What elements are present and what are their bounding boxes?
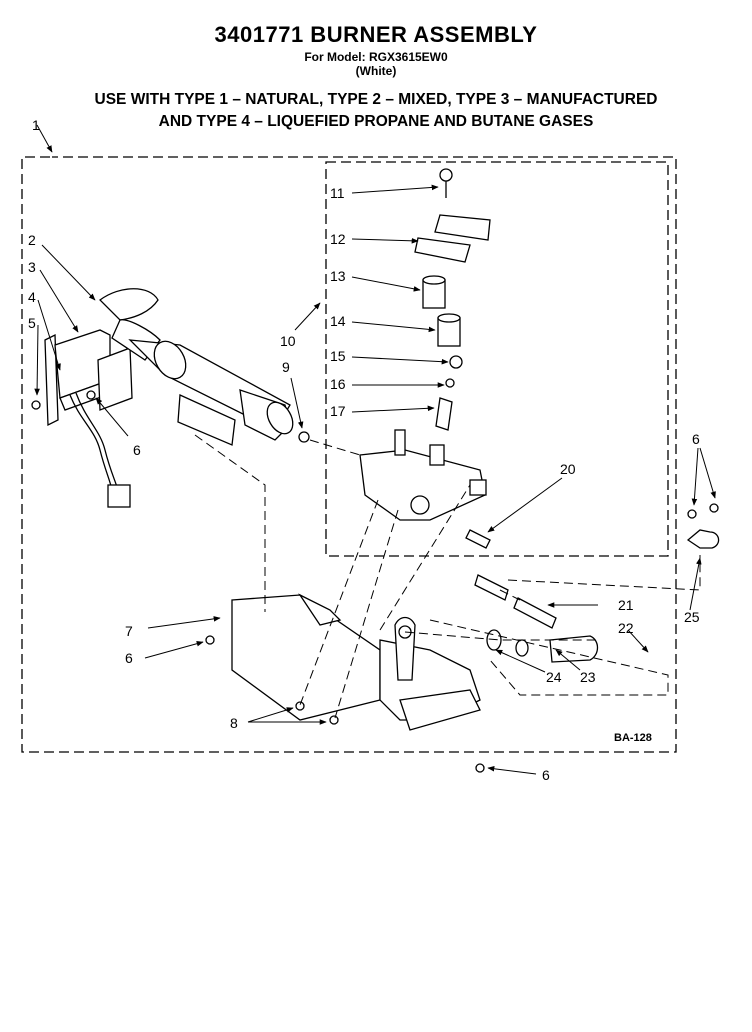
callout-20: 20: [560, 461, 576, 477]
screws-fasteners: [31, 390, 485, 773]
callout-15: 15: [330, 348, 346, 364]
model-color: (White): [355, 64, 397, 78]
callout-9: 9: [282, 359, 290, 375]
diagram-title: 3401771 BURNER ASSEMBLY: [214, 22, 538, 47]
valve-coils: [414, 214, 491, 431]
callout-1: 1: [32, 117, 40, 133]
callout-5: 5: [28, 315, 36, 331]
igniter-wire-harness: [69, 392, 131, 508]
callout-17: 17: [330, 403, 346, 419]
callout-23: 23: [580, 669, 596, 685]
callout-6-bracket: 6: [125, 650, 133, 666]
assembly-boundary: [21, 156, 677, 753]
callout-21: 21: [618, 597, 634, 613]
valve-assembly-boundary: [325, 161, 669, 557]
callout-12: 12: [330, 231, 346, 247]
burner-shield: [177, 394, 236, 446]
callout-22: 22: [618, 620, 634, 636]
screw-11: [439, 168, 453, 198]
gas-pipes: [465, 529, 599, 663]
igniter-bracket: [44, 329, 133, 427]
callout-6-igniter: 6: [133, 442, 141, 458]
callout-4: 4: [28, 289, 36, 305]
assembly-relation-lines: [194, 434, 701, 719]
callout-6-clamp: 6: [692, 431, 700, 447]
callout-11: 11: [330, 185, 345, 201]
callout-3: 3: [28, 259, 36, 275]
callout-2: 2: [28, 232, 36, 248]
usage-note-line1: USE WITH TYPE 1 – NATURAL, TYPE 2 – MIXE…: [94, 91, 658, 108]
callout-6-base: 6: [542, 767, 550, 783]
burner-tube: [99, 288, 294, 441]
callout-leaders: [34, 124, 716, 775]
burner-mounting-bracket: [231, 593, 481, 731]
callout-14: 14: [330, 313, 346, 329]
pipe-clamp: [686, 503, 720, 549]
callout-25: 25: [684, 609, 700, 625]
model-number: For Model: RGX3615EW0: [304, 50, 448, 64]
callout-8: 8: [230, 715, 238, 731]
diagram-code: BA-128: [614, 732, 652, 744]
callout-13: 13: [330, 268, 346, 284]
callout-24: 24: [546, 669, 562, 685]
gas-valve-body: [359, 429, 487, 521]
usage-note-line2: AND TYPE 4 – LIQUEFIED PROPANE AND BUTAN…: [158, 113, 594, 130]
callout-7: 7: [125, 623, 133, 639]
callout-16: 16: [330, 376, 346, 392]
callout-10: 10: [280, 333, 296, 349]
